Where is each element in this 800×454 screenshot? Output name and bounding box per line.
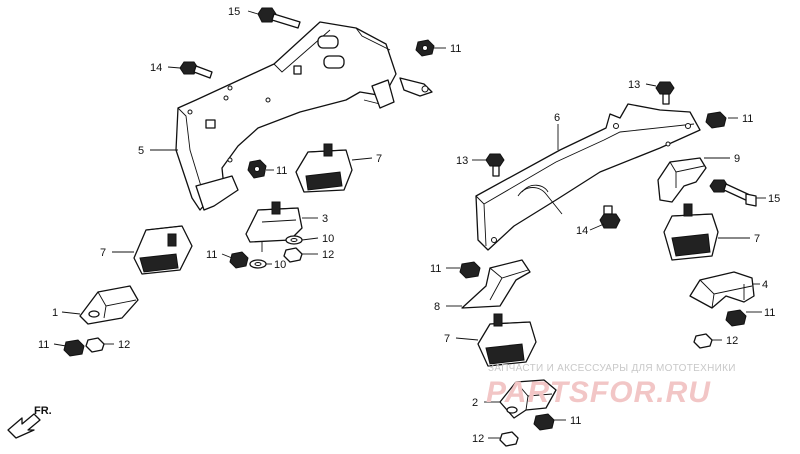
part-4-mount bbox=[689, 271, 755, 309]
callout-14: 14 bbox=[150, 62, 162, 74]
callout-15: 15 bbox=[228, 6, 240, 18]
part-2-mount bbox=[499, 379, 557, 419]
part-7-rubber-mount bbox=[477, 313, 537, 367]
callout-13: 13 bbox=[628, 79, 640, 91]
callout-11: 11 bbox=[450, 43, 461, 55]
part-10-washer bbox=[249, 259, 267, 269]
part-13-bolt bbox=[655, 81, 675, 105]
callout-2: 2 bbox=[472, 397, 478, 409]
watermark-tagline: ЗАПЧАСТИ И АКСЕССУАРЫ ДЛЯ МОТОТЕХНИКИ bbox=[488, 363, 736, 374]
part-10-washer bbox=[285, 235, 303, 245]
part-7-rubber-mount bbox=[295, 143, 353, 193]
part-14-bolt bbox=[179, 61, 213, 79]
part-11-nut bbox=[415, 39, 435, 57]
part-7-rubber-mount bbox=[133, 225, 193, 275]
part-1-mount bbox=[79, 285, 139, 325]
callout-11: 11 bbox=[206, 249, 217, 261]
part-12-nut bbox=[693, 333, 713, 349]
callout-13: 13 bbox=[456, 155, 468, 167]
watermark: ЗАПЧАСТИ И АКСЕССУАРЫ ДЛЯ МОТОТЕХНИКИ PA… bbox=[486, 363, 736, 409]
callout-12: 12 bbox=[322, 249, 334, 261]
part-11-nut bbox=[459, 261, 481, 279]
part-12-nut bbox=[499, 431, 519, 447]
callout-12: 12 bbox=[726, 335, 738, 347]
part-6-bracket bbox=[475, 103, 701, 251]
callout-7: 7 bbox=[754, 233, 760, 245]
part-12-nut bbox=[283, 247, 303, 263]
callout-3: 3 bbox=[322, 213, 328, 225]
callout-11: 11 bbox=[742, 113, 753, 125]
part-13-bolt bbox=[485, 153, 505, 177]
part-7-rubber-mount bbox=[663, 203, 719, 261]
part-5-bracket bbox=[175, 21, 433, 211]
callout-7: 7 bbox=[376, 153, 382, 165]
part-14-bolt bbox=[599, 205, 621, 229]
part-8-bracket bbox=[461, 259, 531, 309]
callout-9: 9 bbox=[734, 153, 740, 165]
callout-7: 7 bbox=[444, 333, 450, 345]
part-11-nut bbox=[705, 111, 727, 129]
callout-5: 5 bbox=[138, 145, 144, 157]
callout-1: 1 bbox=[52, 307, 58, 319]
callout-labels: 15 14 11 5 11 7 3 7 10 11 12 10 1 11 12 … bbox=[38, 6, 780, 445]
part-9-bracket bbox=[657, 157, 707, 203]
callout-11: 11 bbox=[764, 307, 775, 319]
callout-6: 6 bbox=[554, 112, 560, 124]
part-11-nut bbox=[63, 339, 85, 357]
part-12-nut bbox=[85, 337, 105, 353]
watermark-brand: PARTSFOR.RU bbox=[486, 376, 711, 409]
callout-12: 12 bbox=[472, 433, 484, 445]
callout-4: 4 bbox=[762, 279, 768, 291]
callout-11: 11 bbox=[570, 415, 581, 427]
callout-11: 11 bbox=[38, 339, 49, 351]
part-11-nut bbox=[725, 309, 747, 327]
part-15-bolt bbox=[709, 179, 757, 207]
front-direction-arrow: FR. bbox=[7, 405, 52, 439]
callout-8: 8 bbox=[434, 301, 440, 313]
part-3-mount bbox=[245, 201, 303, 252]
leader-lines bbox=[53, 10, 766, 439]
direction-label: FR. bbox=[34, 405, 52, 417]
callout-15: 15 bbox=[768, 193, 780, 205]
callout-14: 14 bbox=[576, 225, 588, 237]
callout-11: 11 bbox=[276, 165, 287, 177]
part-11-nut bbox=[229, 251, 249, 269]
callout-7: 7 bbox=[100, 247, 106, 259]
part-15-bolt bbox=[257, 7, 301, 29]
callout-12: 12 bbox=[118, 339, 130, 351]
callout-10: 10 bbox=[274, 259, 286, 271]
callout-10: 10 bbox=[322, 233, 334, 245]
part-11-nut bbox=[533, 413, 555, 431]
callout-11: 11 bbox=[430, 263, 441, 275]
part-11-nut bbox=[247, 159, 267, 179]
